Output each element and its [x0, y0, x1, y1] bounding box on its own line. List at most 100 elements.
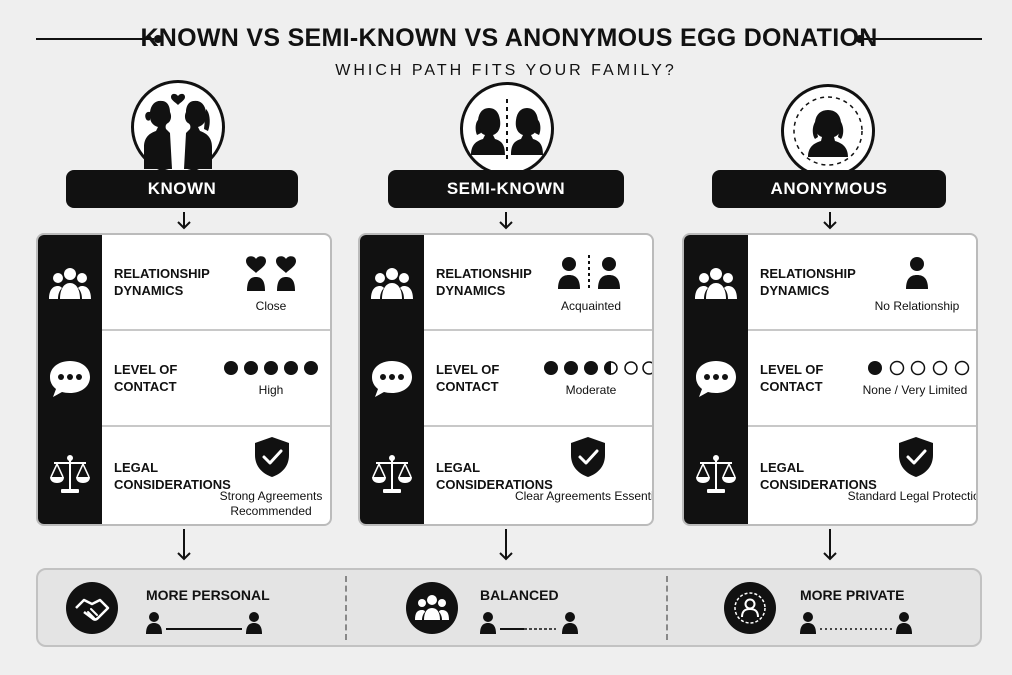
contact-dot-filled: [544, 361, 558, 375]
contact-dot-empty: [910, 360, 926, 376]
down-arrow-icon: [822, 212, 838, 230]
row-value: Strong Agreements Recommended: [219, 489, 323, 518]
contact-dot-filled: [224, 361, 238, 375]
summary-balanced: BALANCED: [406, 570, 636, 645]
known-card: RELATIONSHIP DYNAMICS Close LEVEL OF CON…: [36, 233, 332, 526]
dashed-divider: [666, 576, 668, 640]
group-icon: [692, 259, 740, 307]
scales-icon: [46, 451, 94, 499]
page-subtitle: WHICH PATH FITS YOUR FAMILY?: [335, 62, 677, 79]
split-people-icon: [556, 255, 622, 296]
summary-label: MORE PERSONAL: [146, 587, 270, 603]
row-label: RELATIONSHIP DYNAMICS: [436, 266, 532, 298]
known-contact-row: LEVEL OF CONTACT High: [38, 329, 330, 425]
contact-dot-empty: [889, 360, 905, 376]
dashed-divider: [345, 576, 347, 640]
contact-level-dots: [222, 359, 322, 382]
chat-bubble-icon: [692, 355, 740, 403]
contact-dot-filled: [264, 361, 278, 375]
contact-dot-filled: [244, 361, 258, 375]
anonymous-portrait-circle: [781, 84, 875, 178]
group-icon: [46, 259, 94, 307]
anonymous-card: RELATIONSHIP DYNAMICS No Relationship LE…: [682, 233, 978, 526]
semi-known-relationship-row: RELATIONSHIP DYNAMICS Acquainted: [360, 235, 652, 331]
summary-more-personal: MORE PERSONAL: [66, 570, 326, 645]
title-dot-left: [154, 35, 162, 43]
anonymous-legal-row: LEGAL CONSIDERATIONS Standard Legal Prot…: [684, 425, 978, 524]
private-person-icon: [724, 582, 776, 634]
contact-dot-filled: [564, 361, 578, 375]
row-value: Close: [255, 299, 287, 313]
down-arrow-icon: [498, 529, 514, 563]
row-divider: [424, 329, 652, 331]
title-row: KNOWN VS SEMI-KNOWN VS ANONYMOUS EGG DON…: [36, 22, 982, 56]
down-arrow-icon: [498, 212, 514, 230]
contact-dot-filled: [584, 361, 598, 375]
row-label: RELATIONSHIP DYNAMICS: [760, 266, 856, 298]
summary-label: BALANCED: [480, 587, 559, 603]
title-rule-right: [864, 38, 982, 40]
row-label: LEGAL CONSIDERATIONS: [436, 460, 553, 492]
row-value: Standard Legal Protection: [847, 489, 978, 503]
chat-bubble-icon: [46, 355, 94, 403]
row-label: LEGAL CONSIDERATIONS: [114, 460, 231, 492]
contact-dot-filled: [868, 361, 882, 375]
row-value: No Relationship: [874, 299, 960, 313]
known-relationship-row: RELATIONSHIP DYNAMICS Close: [38, 235, 330, 331]
down-arrow-icon: [176, 212, 192, 230]
contact-dot-half-fill: [604, 361, 611, 375]
summary-panel: MORE PERSONAL BALANCED MORE PRIVATE: [36, 568, 982, 647]
split-silhouettes-icon: [471, 99, 543, 159]
semi-known-legal-row: LEGAL CONSIDERATIONS Clear Agreements Es…: [360, 425, 652, 524]
semi-known-card: RELATIONSHIP DYNAMICS Acquainted LEVEL O…: [358, 233, 654, 526]
row-divider: [748, 425, 976, 427]
summary-label: MORE PRIVATE: [800, 587, 905, 603]
known-portrait-circle: [131, 80, 225, 174]
scales-icon: [692, 451, 740, 499]
down-arrow-icon: [176, 529, 192, 563]
known-label-pill: KNOWN: [66, 170, 298, 208]
single-person-icon: [904, 255, 930, 296]
group-icon: [406, 582, 458, 634]
row-divider: [102, 329, 330, 331]
row-divider: [748, 329, 976, 331]
shield-check-icon: [896, 435, 936, 484]
contact-dot-filled: [304, 361, 318, 375]
down-arrow-icon: [822, 529, 838, 563]
title-rule-left: [36, 38, 154, 40]
row-value: High: [258, 383, 284, 397]
dashed-link-icon: [478, 610, 588, 636]
row-value: Moderate: [565, 383, 617, 397]
semi-known-label-pill: SEMI-KNOWN: [388, 170, 624, 208]
shield-check-icon: [568, 435, 608, 484]
row-value: Acquainted: [560, 299, 622, 313]
group-icon: [368, 259, 416, 307]
row-value: None / Very Limited: [862, 383, 968, 397]
anonymous-contact-row: LEVEL OF CONTACT None / Very Limited: [684, 329, 976, 425]
row-label: LEVEL OF CONTACT: [760, 362, 824, 394]
contact-dot-empty: [954, 360, 970, 376]
contact-level-dots: [542, 359, 652, 382]
row-label: RELATIONSHIP DYNAMICS: [114, 266, 210, 298]
contact-dot-filled: [284, 361, 298, 375]
title-dot-right: [856, 35, 864, 43]
summary-more-private: MORE PRIVATE: [724, 570, 964, 645]
row-label: LEVEL OF CONTACT: [114, 362, 178, 394]
solid-link-icon: [144, 610, 274, 636]
page-title: KNOWN VS SEMI-KNOWN VS ANONYMOUS EGG DON…: [140, 24, 878, 52]
row-divider: [424, 425, 652, 427]
row-divider: [102, 425, 330, 427]
scales-icon: [368, 451, 416, 499]
two-people-heads-icon: [244, 253, 300, 298]
known-legal-row: LEGAL CONSIDERATIONS Strong Agreements R…: [38, 425, 330, 524]
dotted-link-icon: [798, 610, 918, 636]
chat-bubble-icon: [368, 355, 416, 403]
contact-dot-empty: [642, 361, 652, 375]
semi-known-portrait-circle: [460, 82, 554, 176]
contact-dot-empty: [624, 361, 638, 375]
two-women-heart-icon: [144, 93, 212, 169]
row-label: LEVEL OF CONTACT: [436, 362, 500, 394]
anonymous-relationship-row: RELATIONSHIP DYNAMICS No Relationship: [684, 235, 976, 331]
row-label: LEGAL CONSIDERATIONS: [760, 460, 877, 492]
contact-level-dots: [866, 359, 972, 382]
